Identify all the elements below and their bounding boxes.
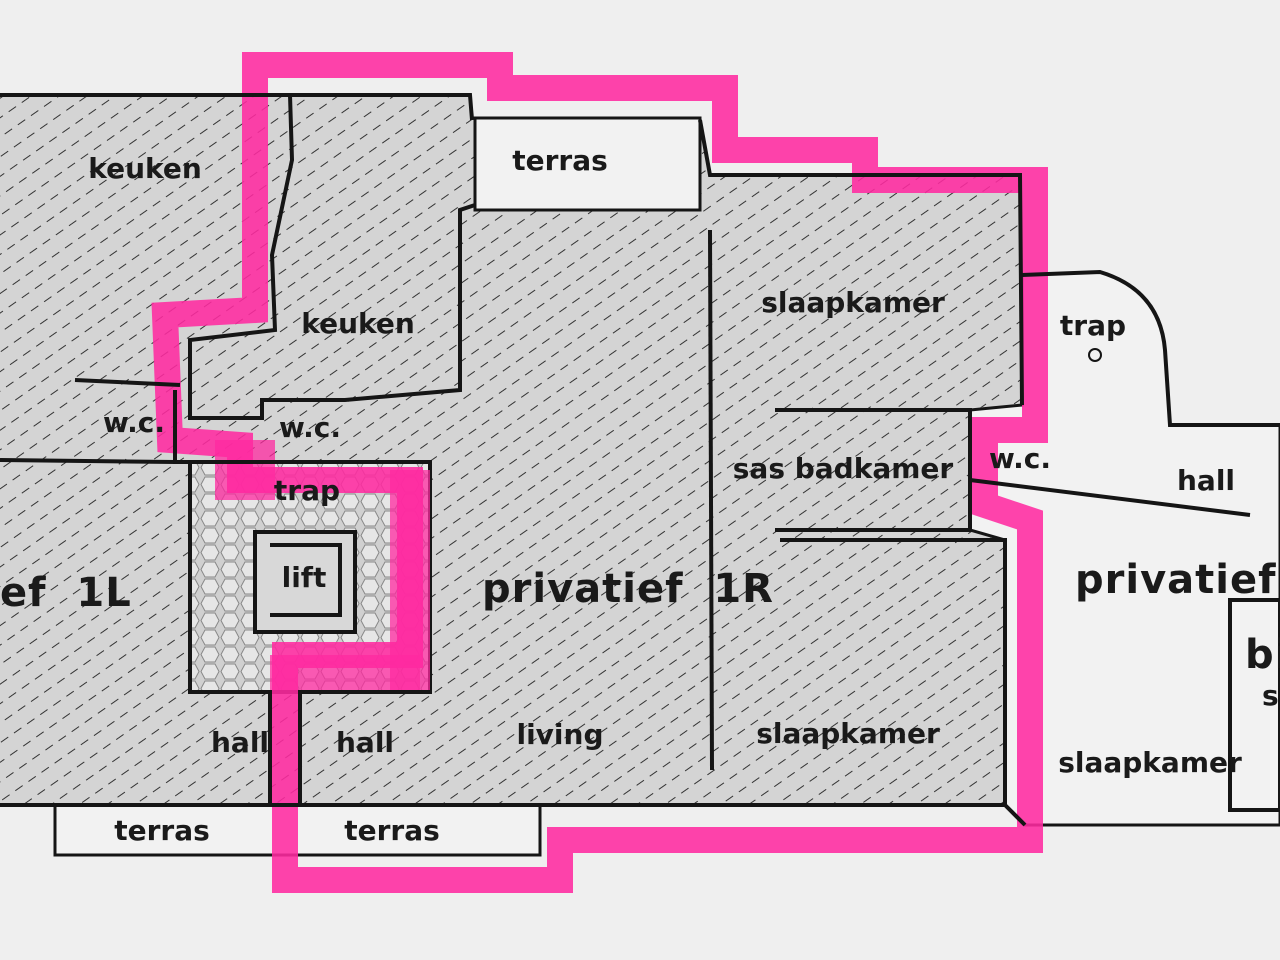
label-wc-center: w.c.: [279, 411, 341, 444]
walls: [0, 93, 1280, 827]
label-hall-center: hall: [336, 726, 394, 759]
label-slaapkamer-right: slaapkamer: [1058, 746, 1242, 779]
label-trap-right: trap: [1060, 309, 1126, 342]
label-privatief-right: privatief: [1075, 557, 1277, 603]
label-lift: lift: [282, 561, 327, 594]
label-privatief-1l: ef 1L: [0, 570, 132, 616]
label-wc-right: w.c.: [989, 442, 1051, 475]
label-slaapkamer-top: slaapkamer: [761, 286, 945, 319]
label-keuken-left: keuken: [88, 152, 202, 185]
label-wc-left: w.c.: [103, 406, 165, 439]
label-terras-top: terras: [512, 144, 608, 177]
stair-dot: [1088, 348, 1102, 362]
terras-top-area: [473, 116, 702, 212]
label-keuken-center: keuken: [301, 307, 415, 340]
label-terras-left: terras: [114, 814, 210, 847]
lift-bracket: [270, 543, 342, 617]
label-hall-left: hall: [211, 726, 269, 759]
label-s-fragment: s: [1262, 679, 1279, 712]
label-sas-badkamer: sas badkamer: [733, 452, 954, 485]
label-terras-center: terras: [344, 814, 440, 847]
label-slaapkamer-bottom: slaapkamer: [756, 717, 940, 750]
label-living: living: [516, 718, 603, 751]
highlight-inner-fill: [215, 440, 430, 690]
label-privatief-1r: privatief 1R: [482, 566, 774, 612]
label-trap-center: trap: [274, 474, 340, 507]
label-bi-fragment: bi: [1245, 632, 1280, 678]
label-hall-right: hall: [1177, 464, 1235, 497]
